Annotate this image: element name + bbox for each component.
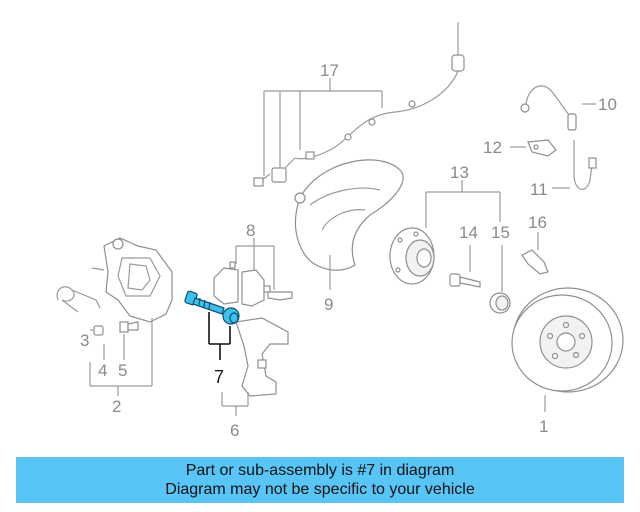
bleeder-cap[interactable] (93, 325, 104, 336)
callout-2[interactable]: 2 (112, 397, 121, 416)
banner-line-2: Diagram may not be specific to your vehi… (165, 481, 475, 498)
brake-hose[interactable] (520, 85, 577, 131)
callout-7-leader (208, 312, 231, 360)
bleeder-screw[interactable] (119, 321, 139, 333)
dust-boot-spring[interactable] (56, 286, 101, 313)
axle-bolt[interactable] (449, 273, 481, 288)
callout-6[interactable]: 6 (230, 421, 239, 440)
callout-4[interactable]: 4 (98, 361, 107, 380)
info-banner: Part or sub-assembly is #7 in diagram Di… (16, 457, 624, 503)
callout-13-leader (425, 180, 501, 228)
callout-6-leader (221, 392, 249, 416)
clip[interactable] (521, 249, 549, 275)
callout-7[interactable]: 7 (214, 367, 224, 387)
brake-rotor[interactable] (511, 287, 624, 393)
brake-caliper[interactable] (91, 237, 173, 323)
callout-11[interactable]: 11 (530, 180, 548, 199)
guide-pin-bolt[interactable] (184, 290, 225, 315)
callout-10[interactable]: 10 (598, 95, 617, 114)
callout-8-leader (235, 238, 275, 290)
callout-3[interactable]: 3 (80, 331, 89, 350)
banner-line-1: Part or sub-assembly is #7 in diagram (185, 462, 455, 479)
callout-14[interactable]: 14 (459, 223, 478, 242)
hose-bracket[interactable] (527, 139, 557, 157)
callout-16[interactable]: 16 (528, 213, 547, 232)
grease-cap[interactable] (489, 292, 511, 314)
brake-pads[interactable] (213, 261, 293, 307)
callout-13[interactable]: 13 (450, 163, 469, 182)
callout-5[interactable]: 5 (118, 361, 127, 380)
callout-9[interactable]: 9 (324, 295, 333, 314)
callout-8[interactable]: 8 (246, 221, 255, 240)
callout-17-leader (263, 78, 383, 176)
caliper-bracket[interactable] (235, 317, 289, 397)
callout-2-leader (89, 318, 153, 396)
callout-17[interactable]: 17 (320, 61, 339, 80)
callout-12[interactable]: 12 (483, 138, 502, 157)
splash-shield[interactable] (294, 159, 404, 271)
brake-line[interactable] (573, 140, 597, 191)
callout-15[interactable]: 15 (491, 223, 510, 242)
guide-pin-bushing[interactable] (222, 307, 240, 325)
wheel-hub[interactable] (389, 227, 435, 285)
callout-1[interactable]: 1 (539, 417, 548, 436)
abs-sensor-wire[interactable] (253, 22, 465, 187)
